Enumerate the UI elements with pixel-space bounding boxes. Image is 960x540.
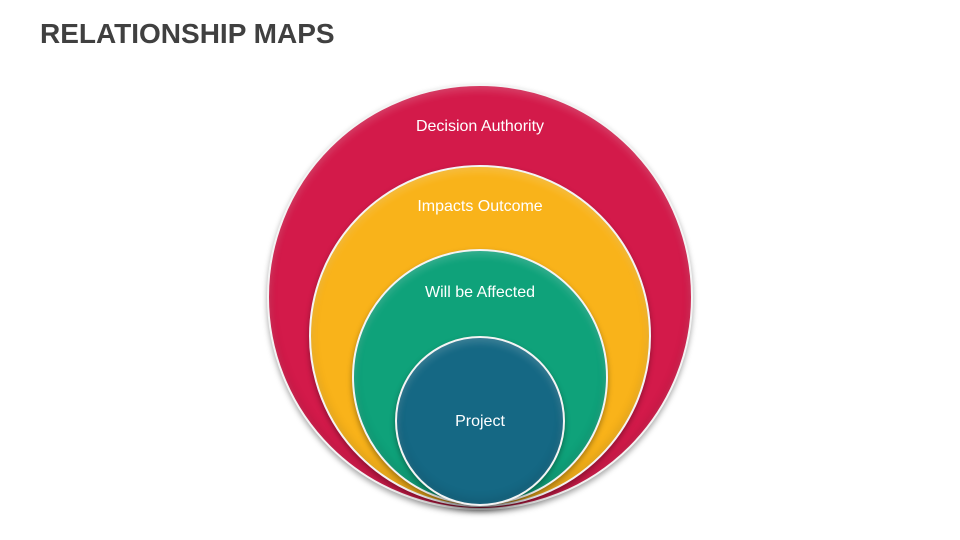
ring-label-will-be-affected: Will be Affected	[425, 284, 535, 301]
core-project: Project	[395, 336, 565, 506]
core-label-project: Project	[455, 413, 505, 430]
slide-title: RELATIONSHIP MAPS	[40, 18, 335, 49]
ring-label-decision-authority: Decision Authority	[415, 118, 545, 135]
ring-label-impacts-outcome: Impacts Outcome	[417, 198, 543, 215]
